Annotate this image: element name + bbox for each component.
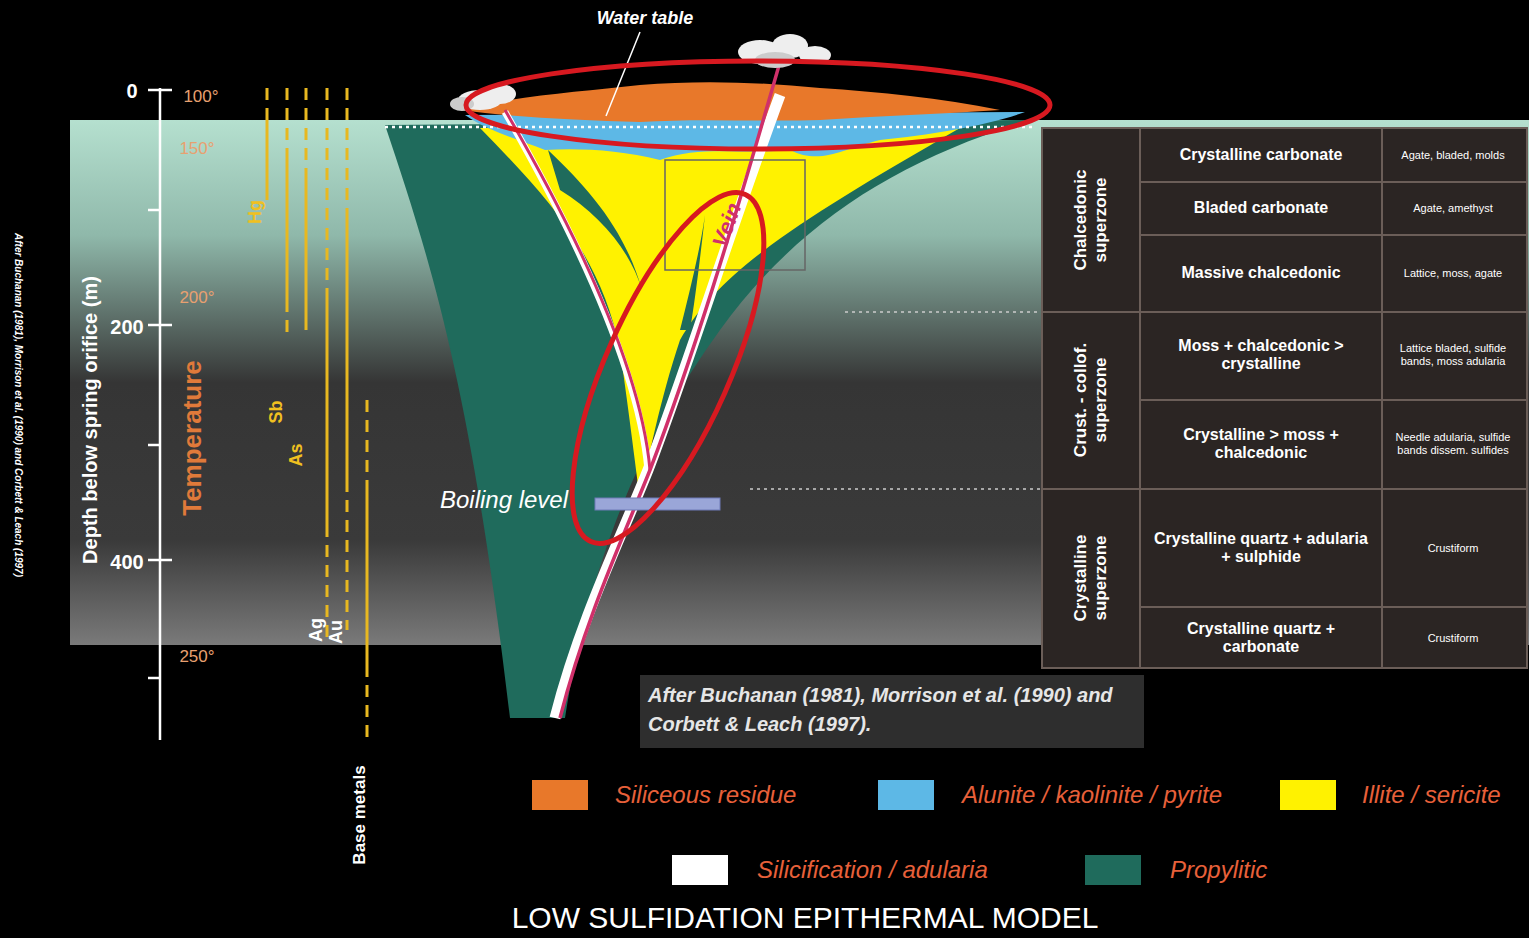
legend-swatch	[1280, 780, 1336, 810]
superzone-label: Crust. - collof. superzone	[1071, 315, 1110, 485]
table-cell: Crystalline > moss + chalcedonic	[1161, 426, 1361, 463]
vein	[505, 110, 650, 470]
propylitic-zone	[385, 120, 1030, 718]
element-label: Ag	[306, 610, 327, 650]
element-label: Hg	[245, 192, 266, 232]
element-label: Base metals	[350, 745, 370, 885]
illite-zone	[480, 128, 960, 500]
depth-axis	[148, 88, 172, 740]
table-cell: Lattice bladed, sulfide bands, moss adul…	[1386, 342, 1521, 367]
callout-label: Boiling level	[419, 486, 589, 514]
legend-swatch	[878, 780, 934, 810]
temperature-tick: 100°	[171, 87, 231, 107]
table-cell: Crustiform	[1386, 632, 1521, 645]
highlight-ellipse	[466, 61, 1050, 149]
temperature-tick: 150°	[167, 139, 227, 159]
element-label: Sb	[266, 392, 287, 432]
texture-table	[1042, 128, 1527, 668]
depth-tick: 0	[117, 80, 147, 103]
legend-swatch	[532, 780, 588, 810]
temperature-tick: 200°	[167, 288, 227, 308]
table-cell: Crystalline quartz + adularia + sulphide	[1151, 530, 1371, 567]
silicification-halo	[505, 112, 648, 470]
axis-title: Depth below spring orifice (m)	[79, 185, 102, 655]
table-cell: Crustiform	[1386, 542, 1521, 555]
legend-label: Propylitic	[1170, 856, 1267, 884]
legend-swatch	[672, 855, 728, 885]
legend-label: Silicification / adularia	[757, 856, 988, 884]
element-label: Au	[326, 612, 347, 652]
table-cell: Crystalline quartz + carbonate	[1151, 620, 1371, 657]
superzone-label: Crystalline superzone	[1071, 493, 1110, 663]
source-note: After Buchanan (1981), Morrison et al. (…	[12, 125, 24, 685]
leader-line	[606, 32, 640, 116]
table-cell: Crystalline carbonate	[1146, 146, 1376, 164]
legend-label: Siliceous residue	[615, 781, 796, 809]
inset-box	[665, 160, 805, 270]
highlight-ellipse	[534, 169, 802, 567]
superzone-label: Chalcedonic superzone	[1071, 135, 1110, 305]
temperature-tick: 250°	[167, 647, 227, 667]
table-cell: Agate, bladed, molds	[1386, 149, 1521, 162]
legend-label: Alunite / kaolinite / pyrite	[962, 781, 1222, 809]
table-cell: Massive chalcedonic	[1146, 264, 1376, 282]
siliceous-residue	[460, 82, 1000, 122]
table-cell: Bladed carbonate	[1146, 199, 1376, 217]
element-label: As	[286, 435, 307, 475]
depth-tick: 400	[102, 551, 152, 574]
steam-clouds	[450, 34, 831, 111]
zone-dividers	[750, 312, 1040, 489]
legend-swatch	[1085, 855, 1141, 885]
source-caption-box: After Buchanan (1981), Morrison et al. (…	[640, 675, 1144, 748]
legend-label: Illite / sericite	[1362, 781, 1501, 809]
depth-tick: 200	[102, 316, 152, 339]
water-table-line	[385, 126, 1035, 129]
table-cell: Lattice, moss, agate	[1386, 267, 1521, 280]
table-cell: Moss + chalcedonic > crystalline	[1161, 337, 1361, 374]
axis-title: Temperature	[178, 328, 208, 548]
table-cell: Needle adularia, sulfide bands dissem. s…	[1386, 431, 1521, 456]
diagram-title: LOW SULFIDATION EPITHERMAL MODEL	[425, 901, 1185, 936]
caption-text: After Buchanan (1981), Morrison et al. (…	[648, 681, 1136, 739]
table-cell: Agate, amethyst	[1386, 202, 1521, 215]
callout-label: Water table	[575, 8, 715, 29]
